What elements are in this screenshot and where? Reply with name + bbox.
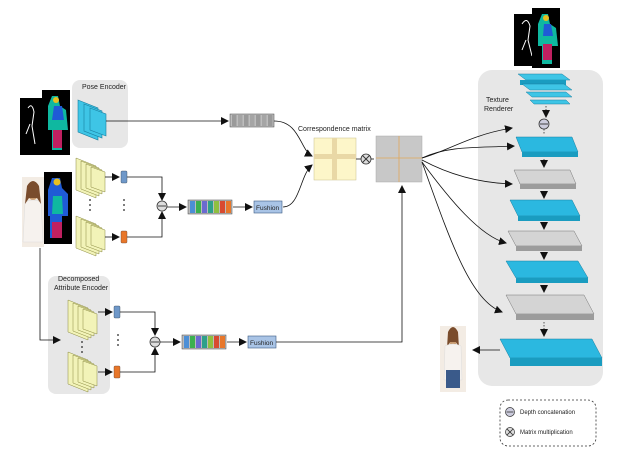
ellipsis-dots-lower [81, 334, 119, 353]
renderer-layer-3 [509, 199, 581, 221]
matrix-mult-legend-icon [505, 427, 515, 437]
renderer-top-stack [517, 73, 573, 105]
attribute-stack-upper [67, 299, 98, 341]
decomposed-label-1: Decomposed [58, 276, 99, 283]
renderer-concat-node [538, 118, 550, 130]
correspondence-matrix [313, 137, 357, 181]
texture-renderer-panel [478, 70, 603, 386]
token-blue-upper [120, 170, 128, 184]
pose-encoder-label: Pose Encoder [82, 84, 127, 91]
target-pose-images [514, 8, 560, 68]
depth-concat-node-lower [149, 336, 161, 348]
texture-renderer-label-2: Renderer [484, 106, 514, 113]
ellipsis-dots-upper [89, 199, 125, 211]
token-orange-lower [113, 365, 121, 379]
output-person-image [440, 326, 466, 392]
depth-concat-node-upper [156, 200, 168, 212]
texture-renderer-label-1: Texture [486, 97, 509, 104]
attribute-stack-lower [67, 351, 98, 393]
matrix-mult-node [360, 153, 372, 165]
token-orange-upper [120, 230, 128, 244]
renderer-layer-1 [515, 136, 579, 157]
feature-stack-upper [75, 157, 106, 199]
renderer-layer-4 [507, 230, 583, 251]
fusion-label-lower: Fushion [250, 340, 274, 347]
correspondence-matrix-label: Correspondence matrix [298, 126, 371, 133]
feature-stack-lower [75, 215, 106, 257]
source-person-images [22, 172, 72, 247]
fusion-label-upper: Fushion [256, 205, 280, 212]
renderer-layer-6 [505, 294, 595, 320]
renderer-layer-2 [513, 169, 577, 189]
token-blue-lower [113, 305, 121, 319]
colored-vector-lower [181, 334, 227, 350]
legend-depth-concat: Depth concatenation [520, 410, 575, 416]
legend-matrix-mult: Matrix multiplication [520, 430, 573, 436]
fusion-box-upper [253, 200, 283, 214]
pose-encoder-stack [77, 99, 107, 141]
renderer-layer-7 [499, 338, 603, 366]
decomposed-label-2: Attribute Encoder [54, 285, 109, 292]
colored-vector-upper [187, 199, 233, 215]
renderer-layer-5 [505, 260, 589, 283]
pose-input-images [20, 90, 70, 155]
pose-feature-vector [229, 113, 275, 128]
legend: Depth concatenation Matrix multiplicatio… [499, 399, 597, 447]
depth-concat-legend-icon [505, 407, 515, 417]
warped-feature-matrix [375, 135, 423, 183]
